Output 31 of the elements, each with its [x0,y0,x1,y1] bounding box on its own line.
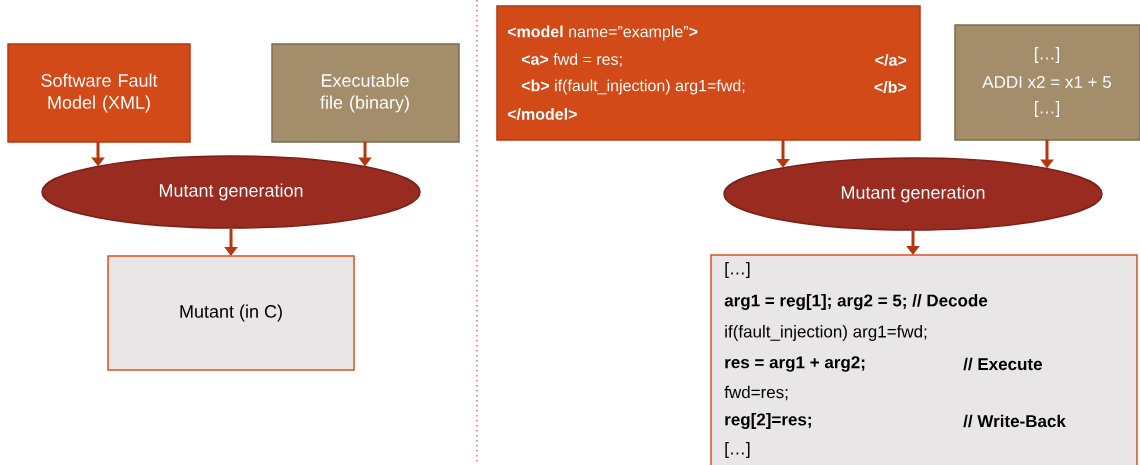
code-line: // Write-Back [963,414,1066,428]
code-line: <a> fwd = res; [521,53,622,67]
process-ellipse [41,155,421,229]
code-line: ADDI x2 = x1 + 5 [982,76,1111,88]
code-line: […] [725,262,750,278]
code-box [954,24,1140,141]
node-label: Executable file (binary) [320,73,409,113]
code-box [710,254,1138,465]
process-ellipse [723,157,1103,231]
code-line: fwd=res; [724,385,788,401]
code-line: […] [1035,47,1059,63]
node-label: Mutant (in C) [180,304,282,322]
code-line: reg[2]=res; [725,413,811,429]
code-line: // Execute [963,357,1042,371]
code-line: […] [1035,101,1059,117]
code-line: </a> [875,54,907,66]
code-line: […] [725,442,750,458]
file-box [271,43,460,143]
code-line: </b> [874,81,907,93]
code-line: </model> [507,108,577,120]
node-label: Software Fault Model (XML) [41,73,158,113]
code-line: arg1 = reg[1]; arg2 = 5; // Decode [724,294,988,310]
node-label: Mutant generation [841,185,985,203]
code-line: if(fault_injection) arg1=fwd; [725,325,927,341]
code-box [496,5,921,141]
output-box [107,255,355,371]
code-line: <b> if(fault_injection) arg1=fwd; [521,79,745,95]
node-label: Mutant generation [159,183,303,201]
code-line: <model name=”example”> [507,25,698,41]
fault-model-box [7,43,191,143]
code-line: res = arg1 + arg2; [725,356,865,372]
